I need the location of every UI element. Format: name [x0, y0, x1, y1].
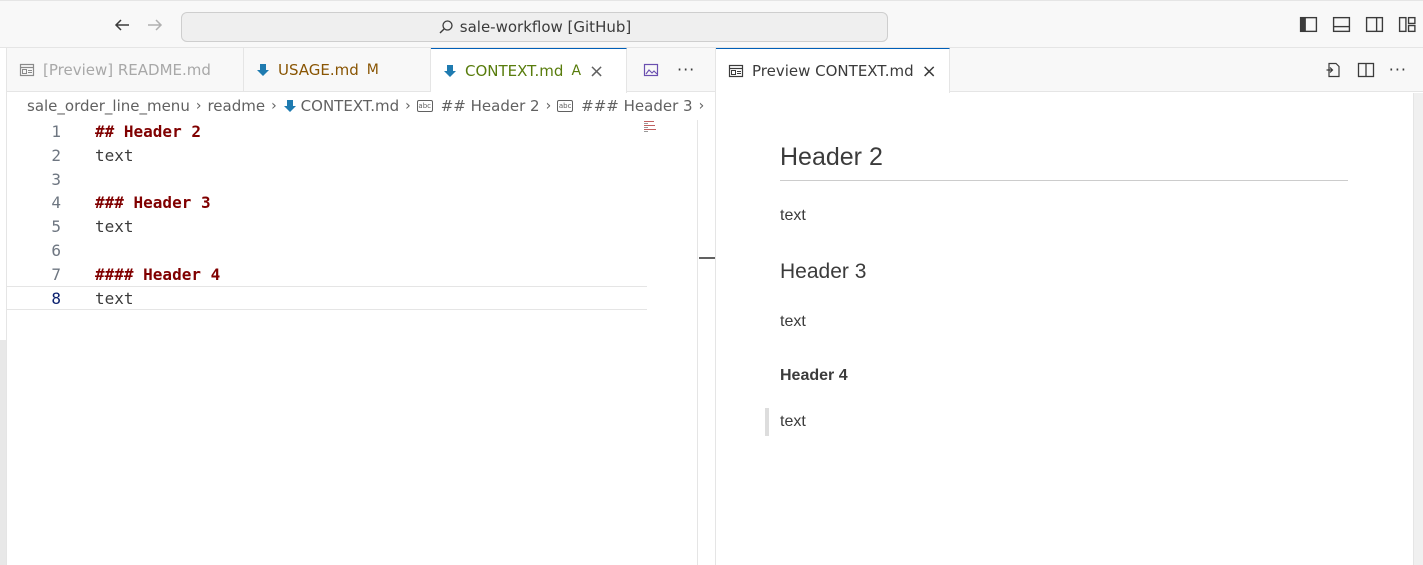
- line-text: #### Header 4: [95, 264, 221, 284]
- chevron-right-icon: ›: [545, 98, 552, 114]
- tab-preview-readme[interactable]: [Preview] README.md: [7, 48, 244, 92]
- added-badge: A: [571, 63, 582, 79]
- tab-bar: [Preview] README.md USAGE.md M CONTEXT.m…: [7, 48, 715, 93]
- tab-preview-context[interactable]: Preview CONTEXT.md ×: [716, 48, 950, 93]
- search-icon: [439, 20, 453, 34]
- preview-paragraph: text: [780, 413, 806, 430]
- modified-badge: M: [366, 62, 379, 78]
- line-text: text: [95, 288, 134, 308]
- command-center-label: sale-workflow [GitHub]: [459, 18, 632, 36]
- chevron-right-icon: ›: [698, 98, 705, 114]
- chevron-right-icon: ›: [405, 98, 411, 114]
- layout-controls: [1299, 15, 1423, 34]
- line-number: 2: [51, 145, 61, 165]
- preview-heading-3: Header 3: [780, 260, 867, 283]
- open-preview-icon[interactable]: [643, 62, 659, 78]
- line-number: 3: [51, 169, 61, 189]
- more-actions-button[interactable]: ···: [1388, 60, 1407, 79]
- close-icon[interactable]: ×: [589, 60, 605, 82]
- line-number: 6: [51, 240, 61, 260]
- minimap[interactable]: [644, 120, 658, 140]
- editor-group-right: Preview CONTEXT.md × ··· Header 2 text H…: [715, 48, 1423, 565]
- line-text: text: [95, 145, 134, 165]
- close-icon[interactable]: ×: [921, 60, 937, 82]
- code-line: 3: [7, 167, 647, 191]
- line-text: ### Header 3: [95, 192, 211, 212]
- tab-label: [Preview] README.md: [43, 61, 211, 79]
- line-number: 4: [51, 192, 61, 212]
- string-symbol-icon: abc: [557, 100, 574, 112]
- preview-scrollbar[interactable]: [1413, 93, 1423, 565]
- tab-label: Preview CONTEXT.md: [752, 62, 914, 80]
- split-editor-icon[interactable]: [1357, 61, 1375, 79]
- code-line-current: 8 text: [7, 286, 647, 310]
- tab-label: CONTEXT.md: [465, 62, 564, 80]
- arrow-left-icon: [114, 19, 129, 31]
- line-number: 5: [51, 216, 61, 236]
- tab-actions: ···: [1325, 60, 1407, 79]
- code-editor[interactable]: 1 ## Header 2 2 text 3 4 ### Header 3 5 …: [7, 120, 697, 565]
- open-source-icon[interactable]: [1325, 61, 1343, 79]
- minimap-preview: [644, 121, 656, 132]
- chevron-right-icon: ›: [195, 98, 202, 114]
- preview-icon: [19, 63, 35, 77]
- markdown-preview[interactable]: Header 2 text Header 3 text Header 4 tex…: [716, 93, 1413, 565]
- markdown-arrow-icon: [283, 100, 296, 112]
- breadcrumb-item-header3[interactable]: ### Header 3: [581, 97, 693, 115]
- preview-heading-4: Header 4: [780, 367, 848, 384]
- line-number: 1: [51, 121, 61, 141]
- tab-actions: ···: [627, 48, 695, 91]
- line-number: 8: [51, 288, 61, 308]
- line-text: text: [95, 216, 134, 236]
- line-number: 7: [51, 264, 61, 284]
- breadcrumb-item-header2[interactable]: ## Header 2: [440, 97, 540, 115]
- breadcrumb-item-readme[interactable]: readme: [207, 97, 266, 115]
- forward-button[interactable]: [145, 15, 165, 35]
- preview-line-indicator: [765, 408, 769, 436]
- preview-paragraph: text: [780, 313, 806, 330]
- code-line: 2 text: [7, 143, 647, 167]
- breadcrumb-item-file[interactable]: CONTEXT.md: [300, 97, 400, 115]
- code-line: 1 ## Header 2: [7, 119, 647, 143]
- toggle-primary-sidebar-icon[interactable]: [1299, 15, 1318, 34]
- code-line: 5 text: [7, 214, 647, 238]
- more-actions-button[interactable]: ···: [677, 60, 696, 79]
- breadcrumb-item-folder[interactable]: sale_order_line_menu: [27, 97, 190, 115]
- code-line: 4 ### Header 3: [7, 190, 647, 214]
- editor-group-left: [Preview] README.md USAGE.md M CONTEXT.m…: [6, 48, 716, 565]
- tab-usage-md[interactable]: USAGE.md M: [244, 48, 431, 92]
- code-line: 6: [7, 238, 647, 262]
- customize-layout-icon[interactable]: [1398, 15, 1417, 34]
- preview-heading-2: Header 2: [780, 143, 1348, 181]
- string-symbol-icon: abc: [416, 100, 433, 112]
- breadcrumb: sale_order_line_menu › readme › CONTEXT.…: [7, 93, 715, 119]
- arrow-right-icon: [148, 19, 163, 31]
- markdown-arrow-icon: [444, 65, 456, 77]
- chevron-right-icon: ›: [271, 98, 277, 114]
- code-line: 7 #### Header 4: [7, 262, 647, 286]
- preview-paragraph: text: [780, 207, 806, 224]
- toggle-panel-icon[interactable]: [1332, 15, 1351, 34]
- scrollbar-track[interactable]: [697, 120, 698, 565]
- preview-icon: [728, 64, 744, 78]
- tab-context-md[interactable]: CONTEXT.md A ×: [431, 48, 627, 93]
- command-center-search[interactable]: sale-workflow [GitHub]: [181, 12, 888, 42]
- markdown-arrow-icon: [257, 64, 269, 76]
- tab-bar: Preview CONTEXT.md × ···: [716, 48, 1423, 93]
- toggle-secondary-sidebar-icon[interactable]: [1365, 15, 1384, 34]
- line-text: ## Header 2: [95, 121, 201, 141]
- title-bar: sale-workflow [GitHub]: [0, 0, 1423, 48]
- scrollbar-cursor-marker: [699, 257, 716, 259]
- tab-label: USAGE.md: [278, 61, 359, 79]
- back-button[interactable]: [112, 15, 132, 35]
- activity-edge: [0, 340, 6, 565]
